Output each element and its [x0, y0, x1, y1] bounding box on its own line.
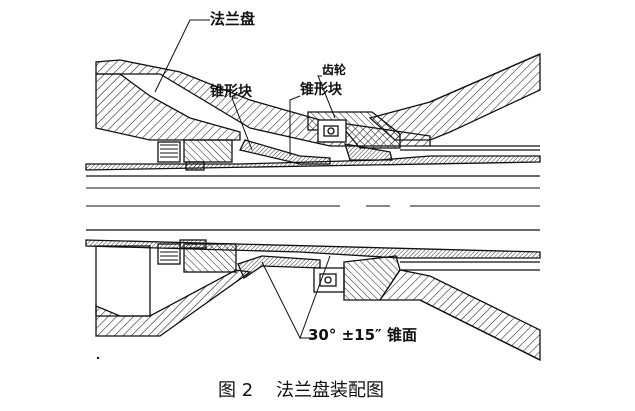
- label-cone-block-1: 锥形块: [210, 83, 253, 100]
- leader-gear: [317, 75, 336, 119]
- label-flange: 法兰盘: [210, 10, 255, 28]
- leader-cone-block-2: [289, 95, 301, 156]
- lower-cone-block: [237, 255, 321, 279]
- lower-section: [85, 229, 541, 362]
- upper-section: [85, 19, 541, 207]
- label-cone-block-2: 锥形块: [300, 81, 343, 98]
- upper-flange-hub: [95, 73, 241, 141]
- upper-right-cone: [368, 53, 541, 141]
- dot-mark: [96, 356, 100, 360]
- lower-flange-body: [95, 269, 252, 337]
- leader-cone-block-1: [231, 97, 253, 151]
- lower-shaft: [85, 239, 541, 259]
- lower-left-insert: [183, 243, 237, 273]
- upper-left-insert: [183, 139, 233, 163]
- lower-gear: [313, 267, 345, 293]
- lower-right-cone: [378, 269, 541, 362]
- label-cone-face: 30° ±15″ 锥面: [308, 326, 417, 344]
- label-gear: 齿轮: [322, 62, 347, 77]
- upper-gear: [317, 119, 347, 143]
- leader-flange: [154, 19, 210, 93]
- upper-shaft: [85, 155, 541, 171]
- caption-title: 法兰盘装配图: [276, 380, 384, 401]
- lower-flange-hub: [95, 245, 151, 317]
- caption-number: 图 2: [218, 380, 253, 401]
